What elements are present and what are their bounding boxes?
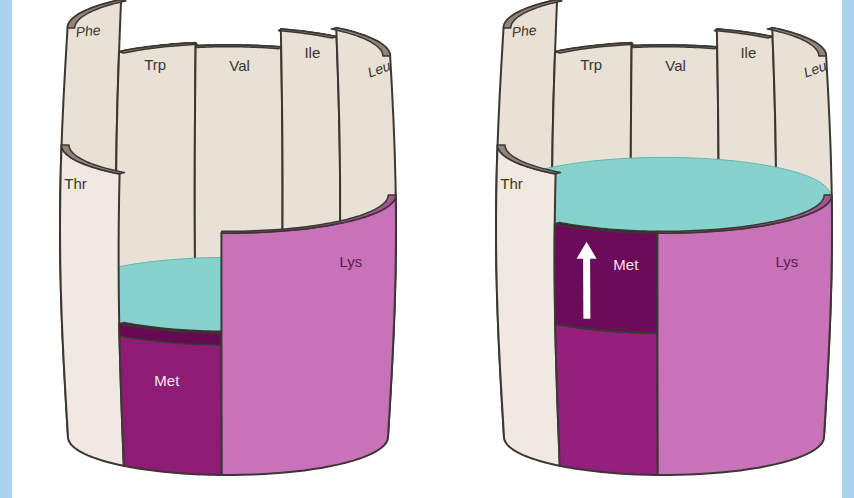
stave-label: Lys [776, 253, 799, 268]
stave-label: Val [665, 58, 686, 73]
raise-arrow [577, 242, 597, 319]
arrow-shaft [583, 256, 590, 319]
arrow-head [577, 242, 597, 259]
stave-rim [555, 223, 658, 233]
stave-label: Val [229, 58, 250, 73]
stave-rim [331, 28, 390, 56]
stave-label: Met [613, 257, 638, 272]
stave-rim [632, 45, 718, 49]
stave-label: Trp [144, 56, 166, 71]
stave-rim [119, 43, 197, 53]
stave-outer-face [119, 324, 221, 475]
frame-bar [0, 0, 12, 498]
stave-label: Thr [500, 175, 523, 190]
stave-rim [221, 195, 395, 233]
stave-label: Leu [365, 59, 392, 80]
stave-rim [767, 28, 826, 56]
stave-label: Phe [75, 23, 101, 40]
stave-rim [278, 29, 336, 38]
stave-label: Thr [64, 175, 87, 190]
frame-bar [842, 0, 854, 498]
stave-label: Trp [580, 56, 602, 71]
stave-label: Phe [511, 23, 537, 40]
stave-outer-face [657, 195, 832, 475]
barrel [60, 0, 396, 475]
stave-rim [714, 29, 772, 38]
stave-rim [196, 45, 282, 49]
stave-label: Ile [740, 45, 756, 60]
barrel [496, 0, 832, 475]
stave-rim [119, 323, 222, 333]
stave-rim [62, 145, 125, 174]
stave-outer-face [221, 195, 396, 475]
stave-label: Lys [340, 253, 363, 268]
stave-label: Met [154, 373, 179, 388]
stave-outer-face [555, 324, 657, 475]
stave-outer-face [555, 224, 658, 333]
stave-outer-face [60, 145, 124, 466]
stave-outer-face [496, 145, 560, 466]
stave-rim [498, 145, 561, 174]
stave-label: Leu [801, 59, 828, 80]
stave-rim [657, 195, 831, 233]
stave-label: Ile [304, 45, 320, 60]
stave-rim [555, 43, 633, 53]
